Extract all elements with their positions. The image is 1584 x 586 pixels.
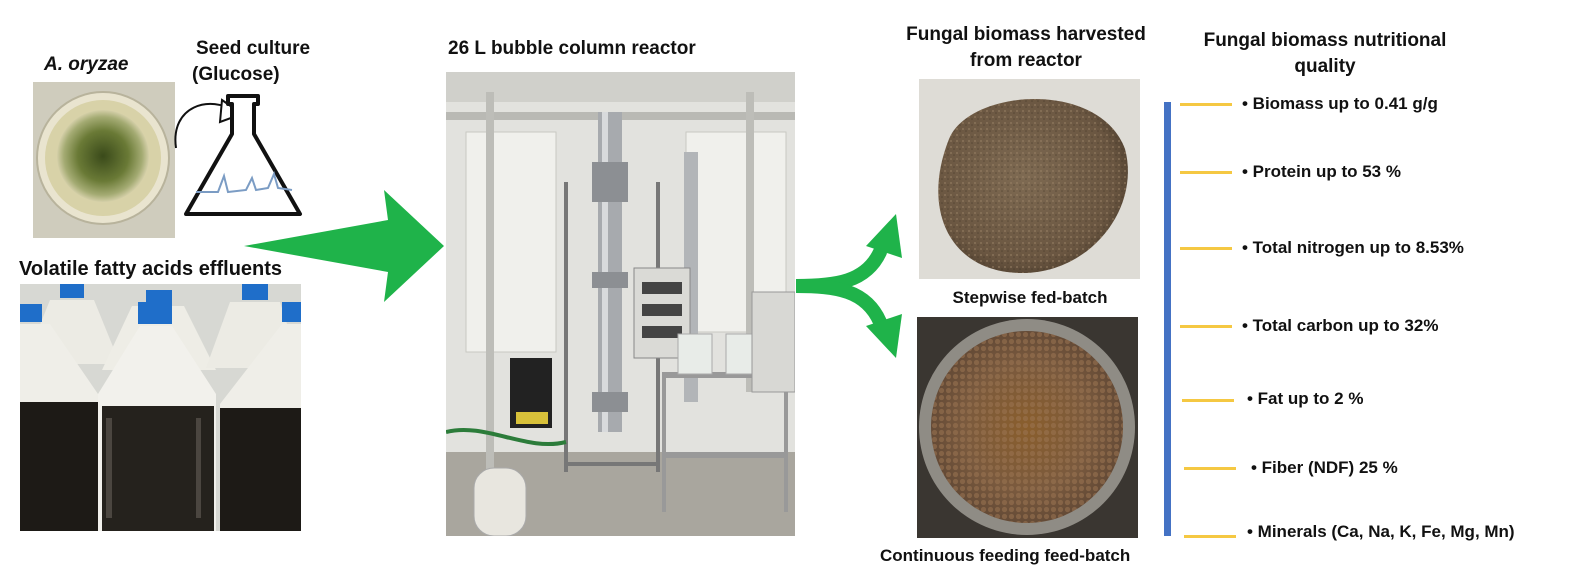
species-label: A. oryzae	[44, 54, 129, 75]
harvest-title-line2: from reactor	[970, 50, 1082, 71]
quality-item-carbon: • Total carbon up to 32%	[1242, 316, 1439, 335]
tick-mark	[1180, 103, 1232, 106]
quality-item-nitrogen: • Total nitrogen up to 8.53%	[1242, 238, 1464, 257]
flask-icon	[184, 94, 302, 216]
quality-item-fiber: • Fiber (NDF) 25 %	[1251, 458, 1398, 477]
quality-bar	[1164, 102, 1171, 536]
vfa-bottles-image	[20, 284, 301, 531]
stepwise-label: Stepwise fed-batch	[952, 288, 1108, 307]
stepwise-biomass-image	[919, 79, 1140, 279]
tick-mark	[1182, 399, 1234, 402]
bubble-column-reactor-image	[446, 72, 795, 536]
petri-dish-image	[33, 82, 175, 238]
quality-item-biomass: • Biomass up to 0.41 g/g	[1242, 94, 1438, 113]
quality-title-line1: Fungal biomass nutritional	[1203, 30, 1447, 51]
fork-arrow-icon	[796, 214, 902, 358]
seed-culture-label: Seed culture	[196, 38, 311, 59]
continuous-label: Continuous feeding feed-batch	[880, 546, 1131, 565]
seed-medium-label: (Glucose)	[192, 64, 280, 85]
tick-mark	[1180, 325, 1232, 328]
reactor-title: 26 L bubble column reactor	[448, 38, 696, 59]
quality-item-fat: • Fat up to 2 %	[1247, 389, 1364, 408]
quality-title-line2: quality	[1294, 56, 1356, 77]
continuous-biomass-image	[917, 317, 1138, 538]
tick-mark	[1184, 535, 1236, 538]
harvest-title-line1: Fungal biomass harvested	[906, 24, 1146, 45]
tick-mark	[1180, 171, 1232, 174]
quality-item-minerals: • Minerals (Ca, Na, K, Fe, Mg, Mn)	[1247, 522, 1515, 541]
quality-item-protein: • Protein up to 53 %	[1242, 162, 1401, 181]
vfa-title: Volatile fatty acids effluents	[19, 258, 283, 280]
arrow-to-reactor-icon	[244, 190, 444, 302]
tick-mark	[1184, 467, 1236, 470]
tick-mark	[1180, 247, 1232, 250]
